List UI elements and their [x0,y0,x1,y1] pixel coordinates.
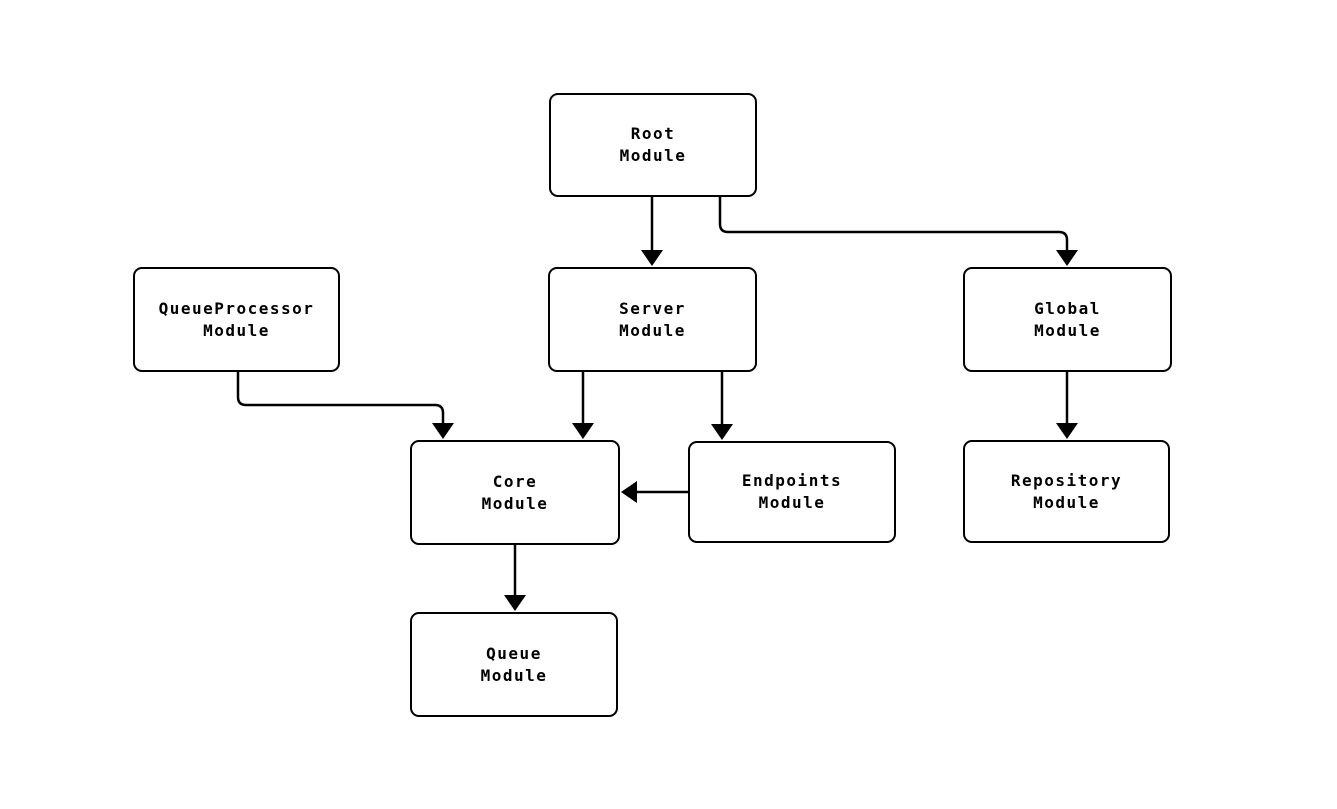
node-queueprocessor-module: QueueProcessor Module [133,267,340,372]
node-repository-module-label-line1: Repository [1010,470,1123,490]
node-global-module-label-line2: Module [1034,320,1101,340]
node-core-module: Core Module [410,440,620,545]
arrowhead-endpoints-to-core [621,481,637,503]
node-endpoints-module: Endpoints Module [688,441,896,543]
node-repository-module: Repository Module [963,440,1170,543]
arrowhead-root-to-global [1056,250,1078,266]
arrowhead-server-to-core [572,423,594,439]
node-repository-module-label-line2: Module [1033,492,1100,512]
node-root-module-label-line1: Root [630,124,676,143]
node-queueprocessor-module-label-line1: QueueProcessor [158,298,315,318]
node-server-module-label-line2: Module [619,320,686,340]
node-global-module: Global Module [963,267,1172,372]
node-queue-module-label-line2: Module [480,665,548,685]
edge-queueprocessor-to-core [236,372,445,425]
node-root-module: Root Module [549,93,757,197]
node-endpoints-module-label-line1: Endpoints [741,471,843,490]
node-queue-module-label-line1: Queue [486,643,542,663]
node-global-module-label-line1: Global [1034,298,1101,318]
arrowhead-root-to-server [641,250,663,266]
node-core-module-label-line2: Module [481,493,549,513]
node-core-module-label-line1: Core [492,471,538,491]
node-server-module: Server Module [548,267,757,372]
arrowhead-queueprocessor-to-core [432,423,454,439]
arrowhead-core-to-queue [504,595,526,611]
arrowhead-global-to-repository [1056,423,1078,439]
arrowhead-server-to-endpoints [711,424,733,440]
node-queue-module: Queue Module [410,612,618,717]
node-root-module-label-line2: Module [619,146,687,165]
edge-root-to-global [718,197,1069,252]
node-endpoints-module-label-line2: Module [758,493,826,512]
node-queueprocessor-module-label-line2: Module [203,320,270,340]
node-server-module-label-line1: Server [619,298,686,318]
